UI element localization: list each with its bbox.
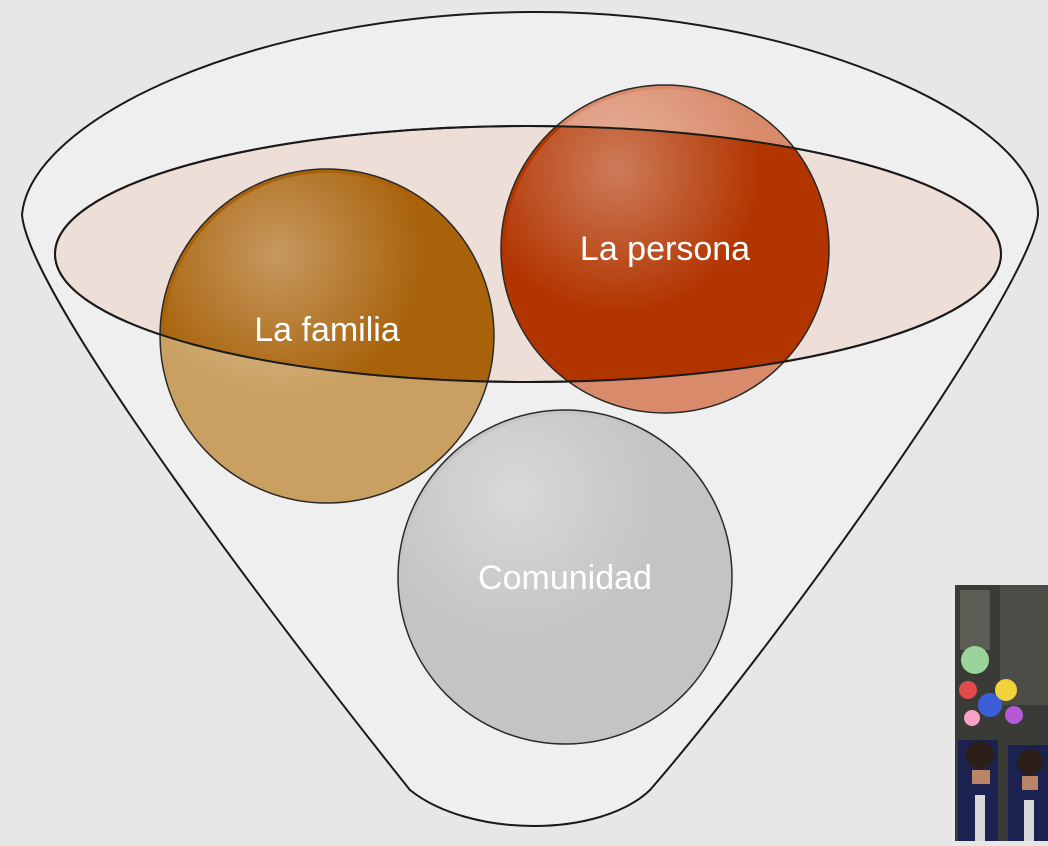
circle-familia-shine <box>164 173 490 499</box>
circle-persona-shine <box>505 89 825 409</box>
photo-icon <box>955 585 1048 841</box>
circle-comunidad-outline <box>397 409 733 745</box>
label-persona: La persona <box>580 230 750 268</box>
label-comunidad: Comunidad <box>478 559 652 597</box>
circle-comunidad-shine <box>402 414 728 740</box>
circle-familia-outline <box>159 168 495 504</box>
label-familia: La familia <box>254 311 400 349</box>
funnel-rim-outline <box>54 125 1002 383</box>
circle-persona-outline <box>500 84 830 414</box>
